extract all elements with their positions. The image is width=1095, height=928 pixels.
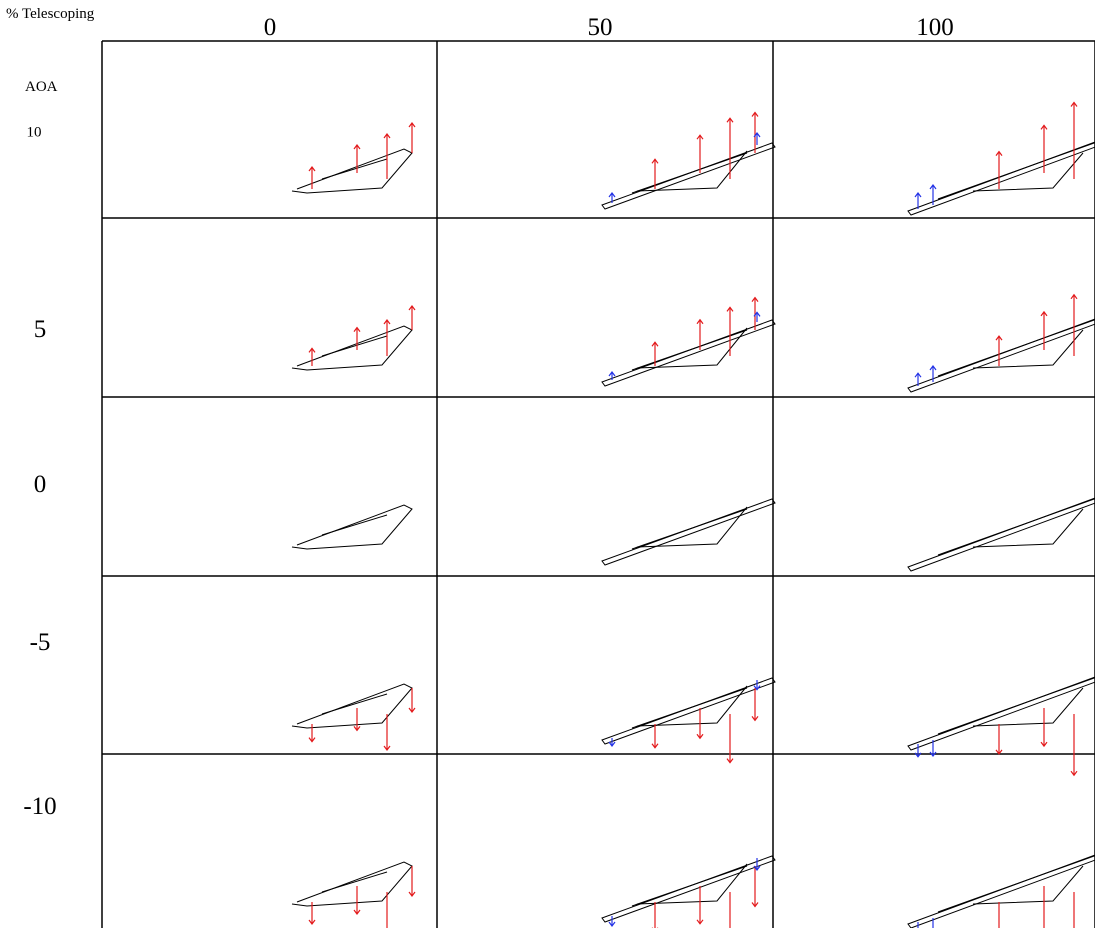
row-label-10: 10 (26, 124, 42, 141)
inner-force-vector-head (383, 745, 391, 751)
wing-leading-edge (631, 152, 748, 194)
outer-force-vector-head (929, 365, 937, 371)
inner-force-vector-head (408, 891, 416, 897)
wing-root-outline (636, 150, 748, 192)
wing-root-outline (636, 506, 748, 548)
inner-force-vector-head (651, 341, 659, 347)
inner-force-vector-head (1070, 770, 1078, 777)
wing-root-outline (291, 148, 413, 194)
inner-force-vector-head (1070, 101, 1078, 107)
inner-force-vector-head (696, 733, 704, 740)
inner-force-vector-head (408, 122, 416, 128)
column-label-100: 100 (916, 14, 954, 41)
wing-leading-edge (631, 329, 748, 371)
wing-root-outline (636, 685, 748, 727)
outer-force-vector-head (914, 752, 922, 758)
outer-force-vector-head (608, 741, 616, 747)
outer-force-vector-head (753, 685, 761, 691)
inner-force-vector-head (408, 707, 416, 713)
wing-leading-edge (937, 319, 1095, 377)
inner-force-vector-head (995, 150, 1003, 156)
inner-force-vector-head (751, 296, 759, 302)
inner-force-vector-head (353, 144, 361, 150)
outer-force-vector-head (753, 132, 761, 138)
row-label-5: 5 (33, 316, 47, 343)
telescoping-axis-label: % Telescoping (6, 6, 95, 22)
inner-force-vector-head (383, 133, 391, 139)
inner-force-vector-head (751, 716, 759, 722)
column-label-0: 0 (263, 14, 277, 41)
inner-force-vector-head (408, 305, 416, 311)
wing-leading-edge (631, 508, 748, 550)
inner-force-vector-head (696, 919, 704, 925)
inner-force-vector-head (751, 902, 759, 908)
wing-leading-edge (321, 871, 388, 893)
wing-tip-outline (601, 319, 776, 387)
wing-root-outline (972, 865, 1084, 905)
outer-force-vector-head (608, 921, 616, 927)
inner-force-vector-head (353, 326, 361, 332)
outer-force-vector-head (608, 371, 616, 377)
inner-force-vector-head (696, 318, 704, 325)
wing-leading-edge (321, 693, 388, 715)
wing-leading-edge (937, 498, 1095, 556)
inner-force-vector-head (726, 306, 734, 312)
wing-root-outline (291, 504, 413, 550)
column-label-50: 50 (587, 14, 613, 41)
wing-tip-outline (601, 498, 776, 566)
inner-force-vector-head (1040, 310, 1048, 317)
wing-root-outline (291, 683, 413, 729)
wing-leading-edge (321, 335, 388, 357)
inner-force-vector-head (1040, 741, 1048, 748)
row-label-0: 0 (33, 471, 47, 498)
wing-leading-edge (937, 677, 1095, 735)
inner-force-vector-head (995, 749, 1003, 755)
inner-force-vector-head (353, 909, 361, 915)
wing-leading-edge (631, 687, 748, 729)
inner-force-vector-head (353, 726, 361, 732)
inner-force-vector-head (308, 166, 316, 172)
wing-leading-edge (937, 142, 1095, 200)
inner-force-vector-head (726, 117, 734, 123)
wing-leading-edge (631, 865, 748, 907)
outer-force-vector-head (753, 865, 761, 871)
wing-root-outline (972, 508, 1084, 548)
inner-force-vector-head (383, 319, 391, 325)
inner-force-vector-head (751, 111, 759, 117)
wing-leading-edge (321, 158, 388, 180)
outer-force-vector-head (753, 311, 761, 317)
inner-force-vector-head (696, 134, 704, 140)
outer-force-vector-head (929, 184, 937, 190)
wing-tip-outline (601, 142, 776, 210)
inner-force-vector-head (651, 158, 659, 164)
wing-leading-edge (937, 855, 1095, 913)
inner-force-vector-head (308, 347, 316, 353)
wing-root-outline (972, 152, 1084, 192)
inner-force-vector-head (308, 737, 316, 743)
outer-force-vector-head (929, 751, 937, 757)
wing-root-outline (291, 325, 413, 371)
outer-force-vector-head (914, 192, 922, 198)
inner-force-vector-head (995, 335, 1003, 341)
outer-force-vector-head (608, 192, 616, 198)
wing-root-outline (972, 329, 1084, 369)
outer-force-vector-head (914, 372, 922, 378)
row-label-minus-5: -5 (29, 629, 51, 656)
inner-force-vector-head (726, 758, 734, 764)
inner-force-vector-head (308, 919, 316, 925)
inner-force-vector-head (1070, 293, 1078, 300)
wing-root-outline (291, 861, 413, 907)
row-label-minus-10: -10 (23, 793, 57, 820)
wing-root-outline (636, 327, 748, 369)
wing-root-outline (636, 863, 748, 905)
aoa-axis-label: AOA (25, 79, 58, 95)
wing-tip-outline (601, 677, 776, 745)
wing-tip-outline (601, 855, 776, 923)
wing-leading-edge (321, 514, 388, 536)
inner-force-vector-head (651, 743, 659, 749)
wing-root-outline (972, 687, 1084, 727)
inner-force-vector-head (1040, 124, 1048, 130)
